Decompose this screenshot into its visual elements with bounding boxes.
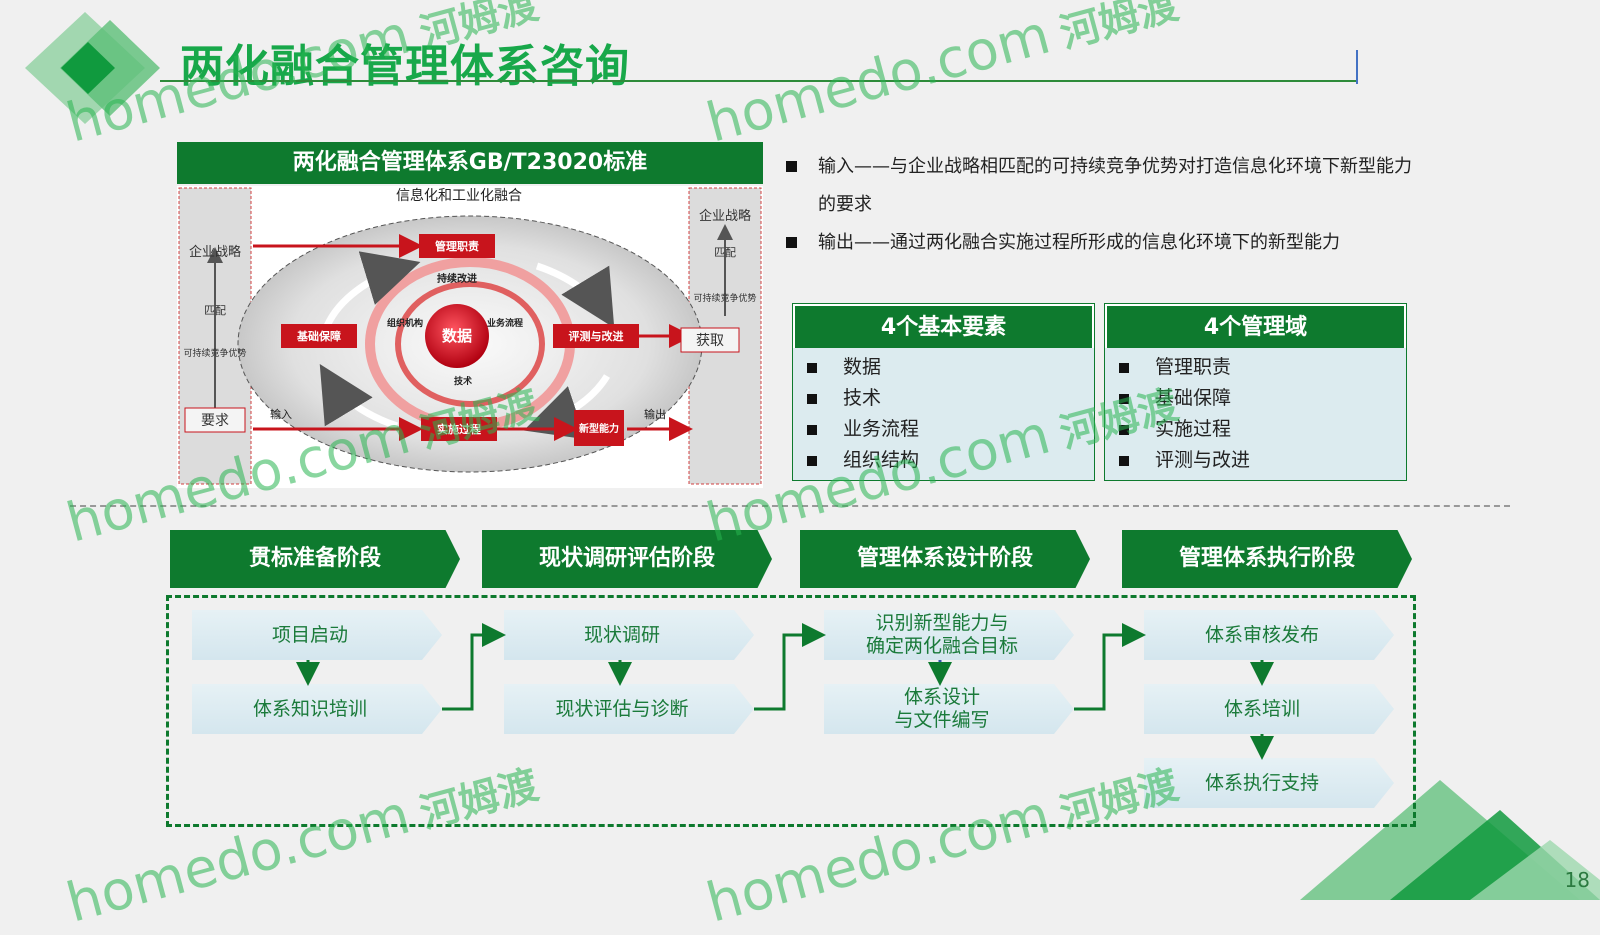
watermark: homedo.com河姆渡 <box>700 0 1184 155</box>
right-strategy-label: 企业战略 <box>699 208 751 223</box>
phase-banner-design: 管理体系设计阶段 <box>800 530 1090 588</box>
list-item: 数据 <box>807 352 1094 383</box>
step-survey: 现状调研 <box>504 610 754 660</box>
list-item: 业务流程 <box>807 414 1094 445</box>
input-label: 输入 <box>270 407 292 421</box>
process-label: 业务流程 <box>487 317 523 328</box>
diagram-top-label: 信息化和工业化融合 <box>396 187 522 203</box>
step-assess-diagnose: 现状评估与诊断 <box>504 684 754 734</box>
left-strategy-label: 企业战略 <box>189 244 241 259</box>
node-implement-process <box>421 417 497 441</box>
step-system-training: 体系培训 <box>1144 684 1394 734</box>
data-core <box>425 304 489 368</box>
standard-header: 两化融合管理体系GB/T23020标准 <box>177 142 763 184</box>
step-identify-capability: 识别新型能力与 确定两化融合目标 <box>824 610 1074 660</box>
node-implement-process-text: 实施过程 <box>437 422 481 436</box>
left-advantage-label: 可持续竞争优势 <box>183 347 246 358</box>
io-list: 输入——与企业战略相匹配的可持续竞争优势对打造信息化环境下新型能力的要求 输出—… <box>786 148 1426 262</box>
technology-label: 技术 <box>454 375 472 386</box>
left-require-label: 要求 <box>201 412 229 428</box>
data-core-text: 数据 <box>442 327 472 345</box>
right-acquire-label: 获取 <box>696 332 724 348</box>
output-label: 输出 <box>644 407 666 421</box>
step-audit-release: 体系审核发布 <box>1144 610 1394 660</box>
node-evaluate-improve-text: 评测与改进 <box>569 329 624 343</box>
node-new-capability-text: 新型能力 <box>579 422 619 435</box>
list-item: 实施过程 <box>1119 414 1406 445</box>
list-item: 基础保障 <box>1119 383 1406 414</box>
list-item: 管理职责 <box>1119 352 1406 383</box>
node-management-duty <box>419 234 495 258</box>
node-evaluate-improve <box>553 324 639 348</box>
right-advantage-label: 可持续竞争优势 <box>693 292 756 303</box>
io-output: 输出——通过两化融合实施过程所形成的信息化环境下的新型能力 <box>786 224 1426 262</box>
step-knowledge-training: 体系知识培训 <box>192 684 442 734</box>
step-design-docs: 体系设计 与文件编写 <box>824 684 1074 734</box>
phase-banner-execute: 管理体系执行阶段 <box>1122 530 1412 588</box>
left-match-label: 匹配 <box>204 304 226 317</box>
list-item: 组织结构 <box>807 445 1094 476</box>
node-basic-support-text: 基础保障 <box>296 329 341 343</box>
phase-steps-frame <box>166 595 1416 827</box>
node-basic-support <box>281 324 357 348</box>
basic-elements-header: 4个基本要素 <box>793 304 1094 348</box>
list-item: 技术 <box>807 383 1094 414</box>
list-item: 评测与改进 <box>1119 445 1406 476</box>
page-number: 18 <box>1564 868 1590 892</box>
node-management-duty-text: 管理职责 <box>435 239 479 253</box>
management-domains-header: 4个管理域 <box>1105 304 1406 348</box>
corner-diamond-decoration <box>25 12 160 124</box>
management-domains-box: 4个管理域 管理职责 基础保障 实施过程 评测与改进 <box>1104 303 1407 481</box>
title-divider-tick <box>1356 50 1358 84</box>
page-title: 两化融合管理体系咨询 <box>180 41 630 92</box>
corner-triangle-decoration <box>1300 780 1600 900</box>
io-input: 输入——与企业战略相匹配的可持续竞争优势对打造信息化环境下新型能力的要求 <box>786 148 1426 224</box>
step-project-start: 项目启动 <box>192 610 442 660</box>
continuous-improve-label: 持续改进 <box>437 272 477 285</box>
section-divider <box>70 505 1510 507</box>
node-new-capability <box>574 410 624 446</box>
phase-banner-assess: 现状调研评估阶段 <box>482 530 772 588</box>
org-label: 组织机构 <box>387 317 423 328</box>
phase-banner-prep: 贯标准备阶段 <box>170 530 460 588</box>
step-execution-support: 体系执行支持 <box>1144 758 1394 808</box>
standard-model-diagram: 信息化和工业化融合 企业战略 匹配 可持续竞争优势 要求 企业战略 匹配 可持续… <box>177 186 763 488</box>
title-divider <box>160 80 1358 82</box>
basic-elements-box: 4个基本要素 数据 技术 业务流程 组织结构 <box>792 303 1095 481</box>
right-match-label: 匹配 <box>714 246 736 259</box>
